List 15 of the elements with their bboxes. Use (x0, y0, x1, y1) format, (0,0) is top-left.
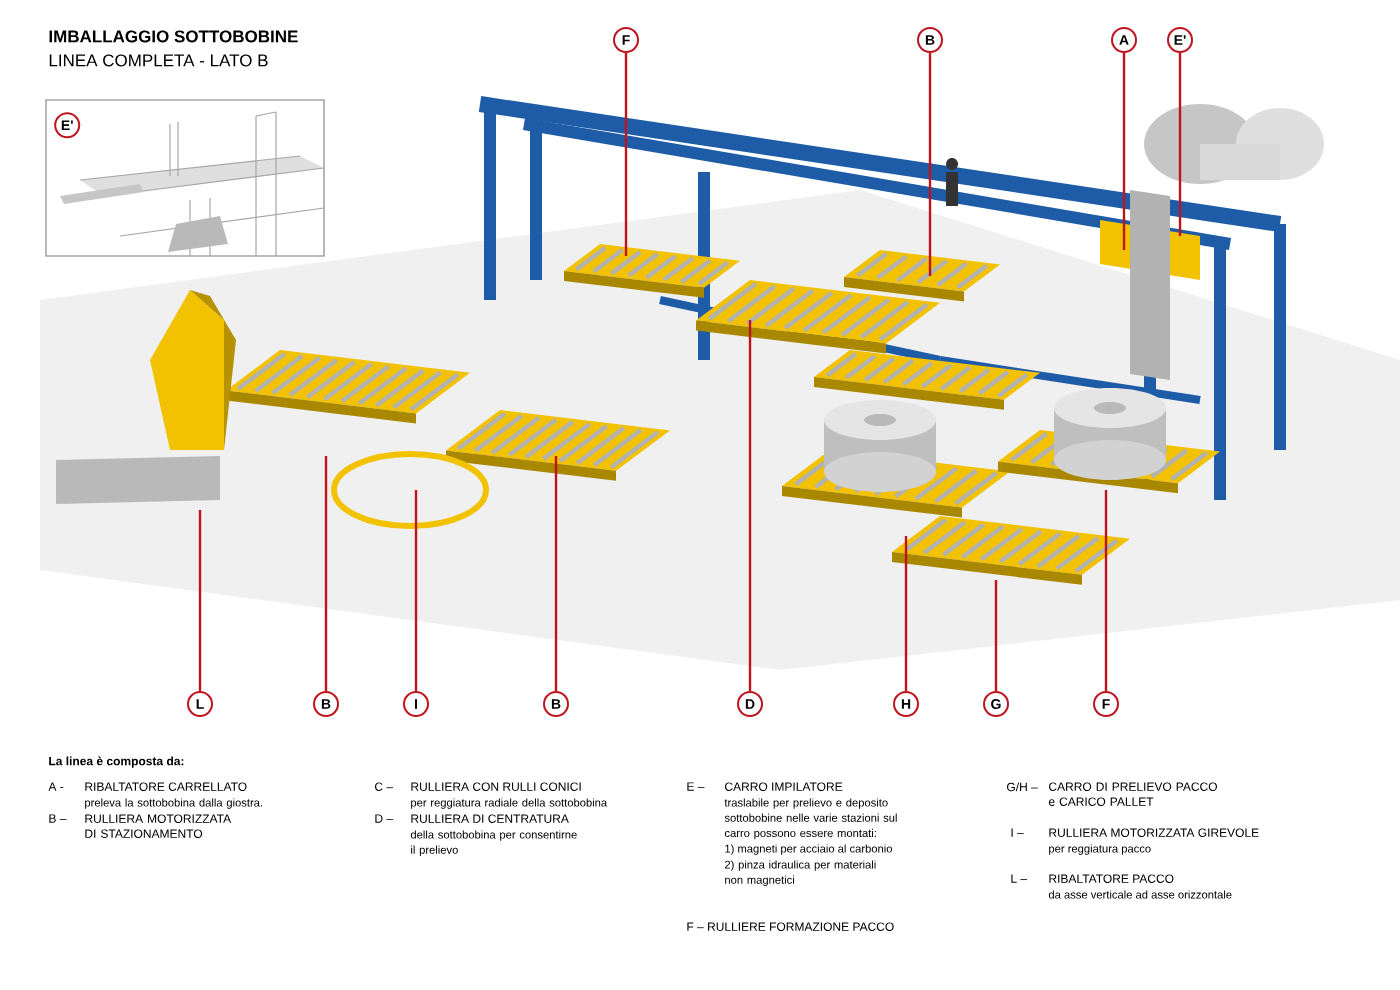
leader-line (1122, 53, 1126, 250)
title: IMBALLAGGIO SOTTOBOBINE (49, 30, 298, 43)
inset-drawing (45, 99, 325, 257)
subtitle: LINEA COMPLETA - LATO B (49, 54, 268, 67)
leader-line (624, 53, 628, 256)
leader-line (748, 320, 752, 691)
leader-line (994, 580, 998, 691)
leader-line (198, 510, 202, 691)
leader-line (324, 456, 328, 691)
leader-line (928, 53, 932, 276)
leader-line (1178, 53, 1182, 236)
leader-line (554, 456, 558, 691)
leader-line (414, 490, 418, 691)
leader-line (1104, 490, 1108, 691)
leader-line (904, 536, 908, 691)
